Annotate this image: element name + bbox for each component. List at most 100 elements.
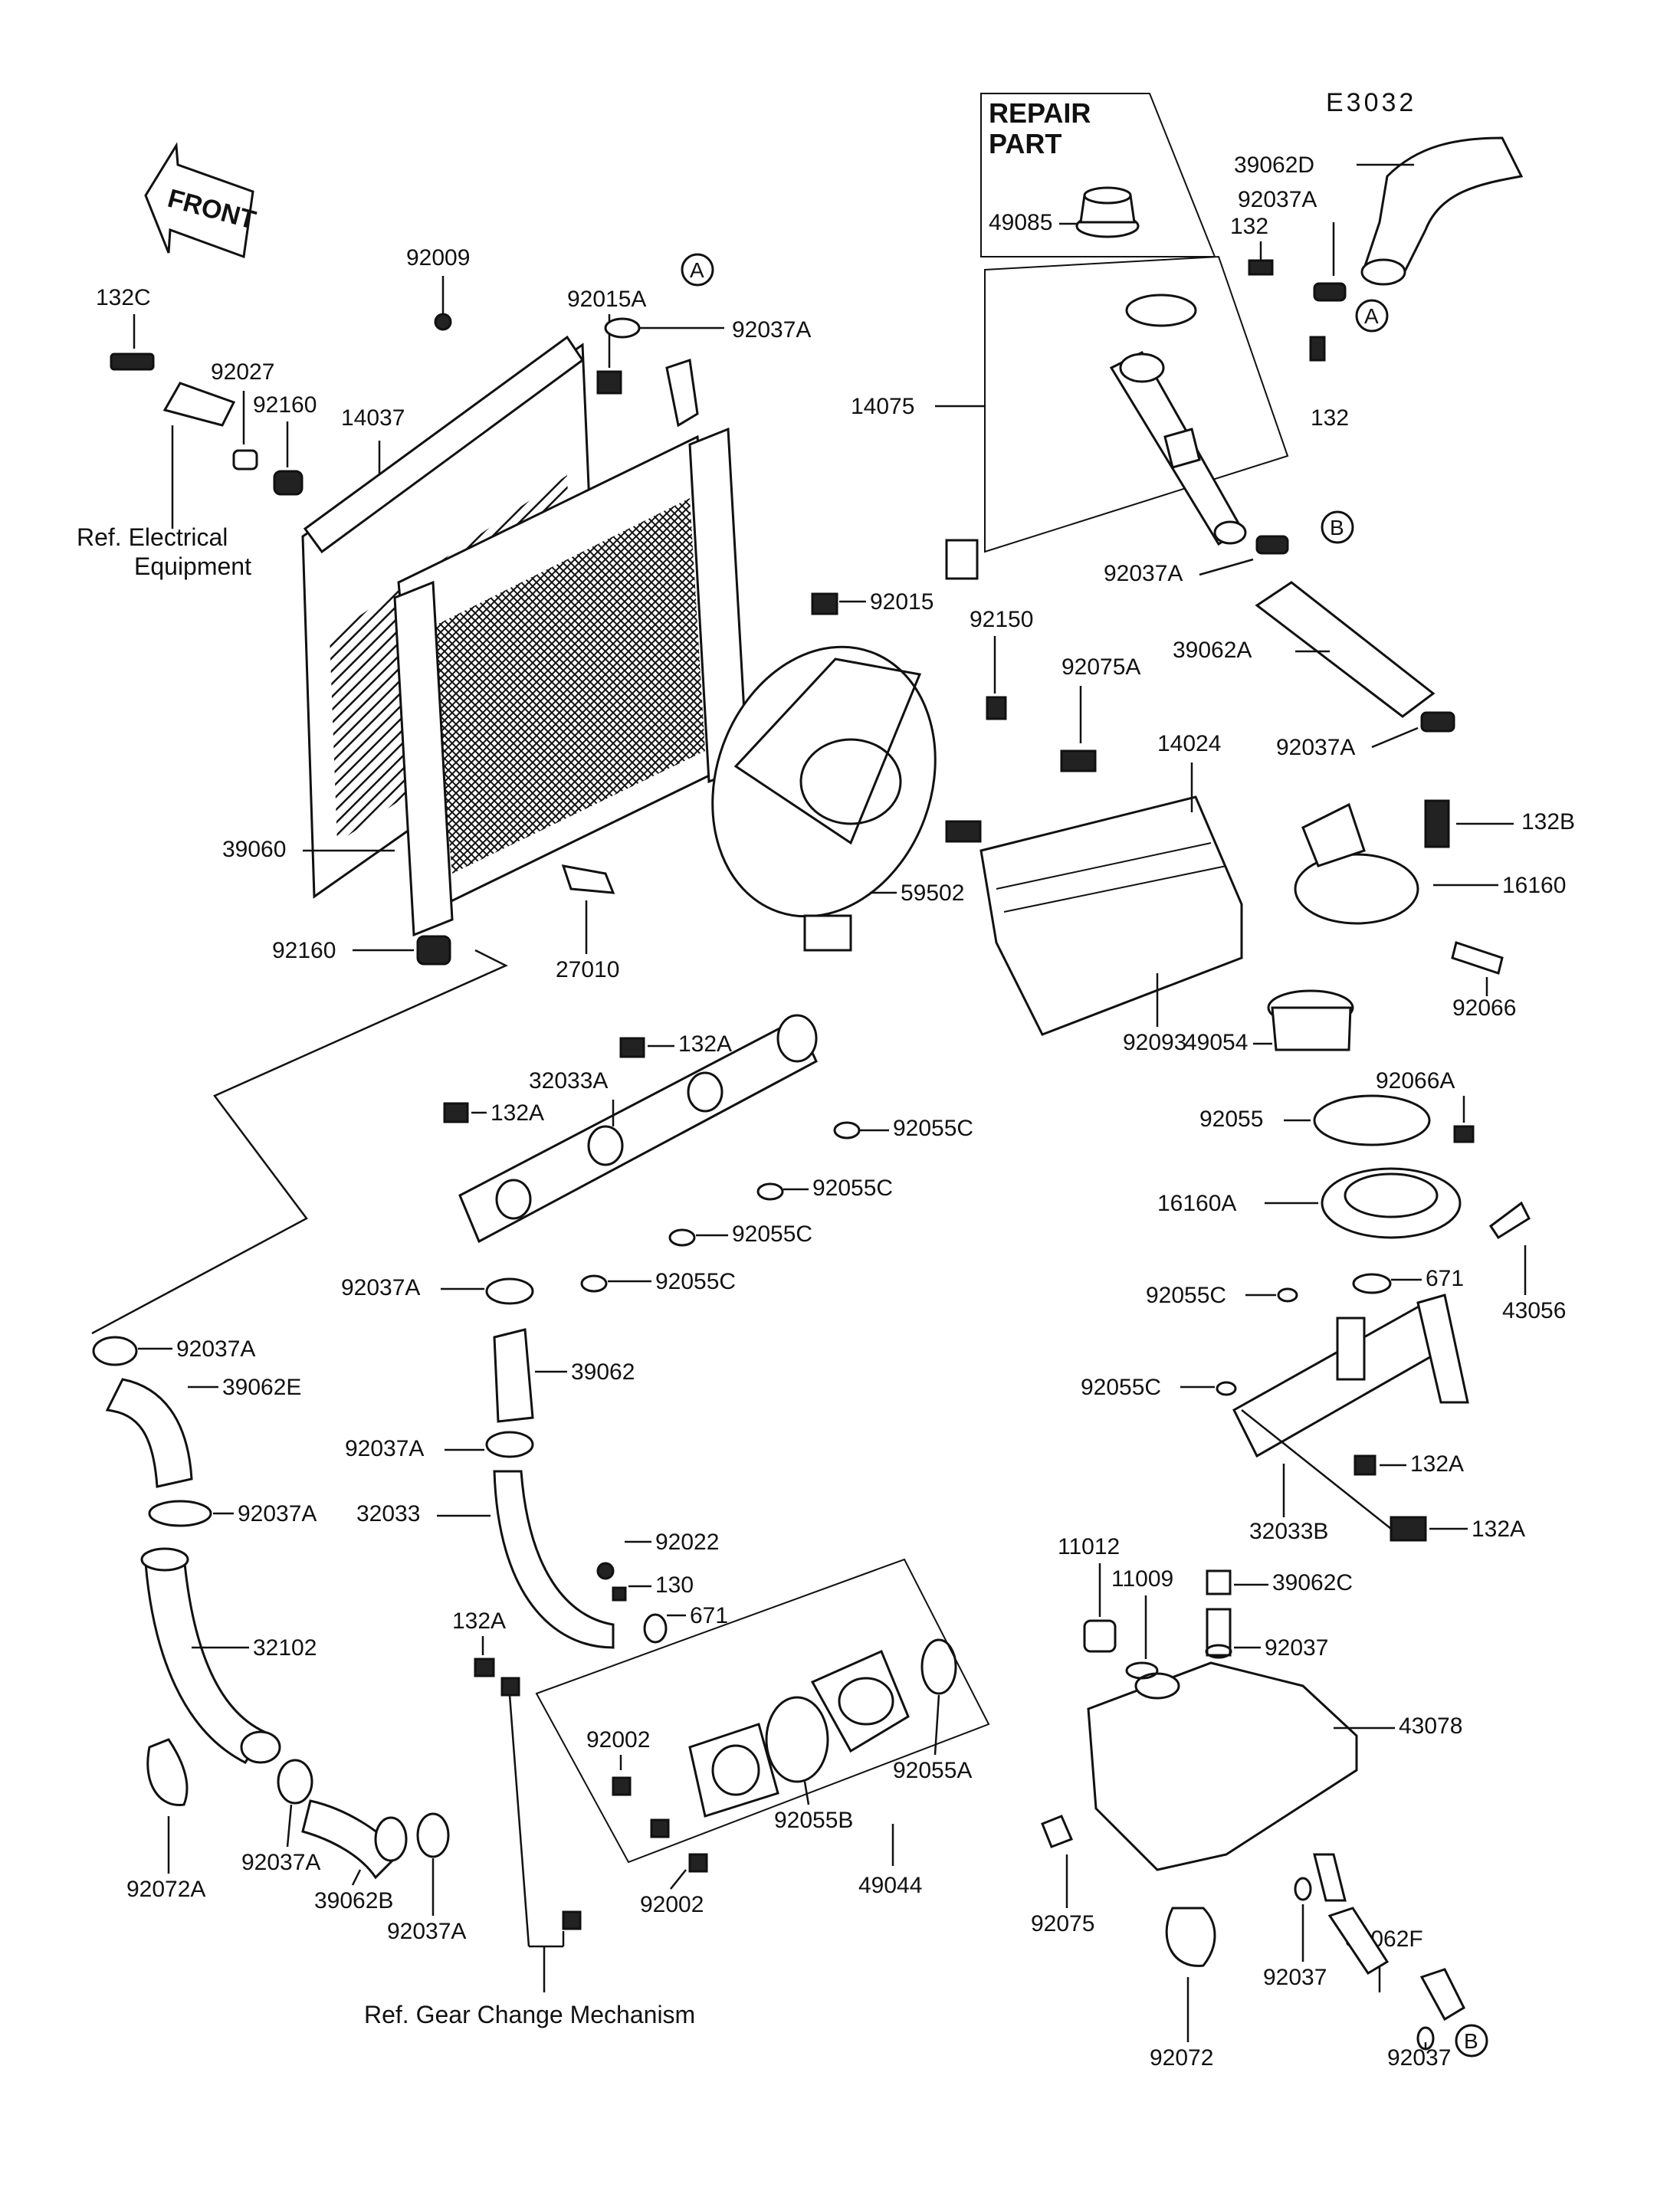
label-671-r: 671 <box>1426 1266 1464 1291</box>
hose-39062F <box>1419 1968 1465 2022</box>
label-132B: 132B <box>1521 809 1575 835</box>
label-92037-1: 92037 <box>1265 1635 1328 1661</box>
clamp-92037A-l2 <box>485 1431 534 1458</box>
label-32102: 32102 <box>253 1635 317 1661</box>
radiator-cover <box>979 795 1243 1036</box>
label-49044: 49044 <box>858 1873 922 1898</box>
hose-39062A <box>1255 581 1436 718</box>
label-132A-4: 132A <box>1472 1517 1525 1542</box>
label-92037A-b1: 92037A <box>241 1850 320 1875</box>
water-pipe-32033 <box>493 1470 615 1649</box>
hose-39062 <box>493 1328 534 1423</box>
clamp-92072A <box>146 1738 189 1807</box>
label-32033A: 32033A <box>529 1068 608 1094</box>
label-39060: 39060 <box>222 837 286 862</box>
label-92055C-5: 92055C <box>1146 1283 1226 1308</box>
clamp-92072 <box>1165 1907 1216 1967</box>
label-59502: 59502 <box>901 880 964 906</box>
label-92015A: 92015A <box>567 287 646 312</box>
label-92055B: 92055B <box>774 1808 853 1833</box>
thermostat <box>1267 989 1354 1051</box>
label-92072: 92072 <box>1150 2045 1213 2071</box>
label-32033: 32033 <box>356 1501 420 1526</box>
label-132A-3: 132A <box>1410 1451 1464 1477</box>
label-92037A-l3: 92037A <box>176 1336 255 1362</box>
o-ring-92055B <box>765 1696 829 1783</box>
label-14024: 14024 <box>1157 731 1221 756</box>
svg-text:B: B <box>1464 2029 1478 2053</box>
water-pipe-32033B <box>1232 1294 1469 1458</box>
drawing-code: E3032 <box>1326 88 1416 117</box>
label-14075: 14075 <box>851 394 914 419</box>
label-49054: 49054 <box>1184 1030 1248 1055</box>
repair-part-title-1: REPAIR <box>989 97 1091 129</box>
ref-mark-A-right: A <box>1355 299 1389 333</box>
reservoir-tank <box>1087 1661 1358 1871</box>
filler-cap-icon <box>1125 293 1197 327</box>
label-92037A-l2: 92037A <box>345 1436 424 1461</box>
label-92093: 92093 <box>1123 1030 1186 1055</box>
fan-switch-27010 <box>561 864 615 894</box>
label-92037A-hoseD: 92037A <box>1238 187 1317 212</box>
svg-text:B: B <box>1330 516 1344 539</box>
label-92009: 92009 <box>406 245 470 271</box>
ref-mark-B-neck: B <box>1321 510 1354 544</box>
label-92066: 92066 <box>1452 995 1516 1021</box>
radiator-cap-icon <box>1075 186 1140 238</box>
label-132-b: 132 <box>1311 405 1349 431</box>
label-92037-2: 92037 <box>1263 1965 1327 1990</box>
pipe-32102 <box>144 1554 267 1764</box>
label-130: 130 <box>655 1572 694 1598</box>
label-49085: 49085 <box>989 210 1052 235</box>
label-39062D: 39062D <box>1234 152 1314 178</box>
label-92037A-top: 92037A <box>732 317 811 343</box>
label-132C: 132C <box>96 285 151 310</box>
label-92055C-4: 92055C <box>655 1269 736 1294</box>
label-92075: 92075 <box>1031 1911 1094 1936</box>
label-16160A: 16160A <box>1157 1191 1236 1216</box>
clamp-92037A-l4 <box>148 1500 212 1527</box>
o-ring-92055A <box>920 1638 957 1695</box>
label-92055C-1: 92055C <box>893 1116 973 1141</box>
label-132-a: 132 <box>1230 214 1268 239</box>
repair-part-title-2: PART <box>989 128 1061 159</box>
label-132A-5: 132A <box>452 1608 506 1634</box>
ref-electrical-2: Equipment <box>134 553 251 580</box>
radiator-screen <box>303 335 585 554</box>
label-11012: 11012 <box>1058 1534 1120 1559</box>
water-pump-group-outline <box>535 1558 990 1864</box>
label-92002-1: 92002 <box>586 1727 650 1753</box>
label-92022: 92022 <box>655 1530 719 1555</box>
label-92160-top: 92160 <box>253 392 317 418</box>
grommet-92075 <box>1041 1815 1073 1848</box>
label-92055C-3: 92055C <box>732 1221 812 1247</box>
label-132A-2: 132A <box>491 1100 544 1126</box>
label-92037A-l4: 92037A <box>238 1501 317 1526</box>
label-92150: 92150 <box>970 607 1033 632</box>
label-92066A: 92066A <box>1376 1068 1455 1094</box>
label-14037: 14037 <box>341 405 405 431</box>
connector-leader <box>91 949 508 1335</box>
svg-text:A: A <box>1364 304 1379 328</box>
svg-text:A: A <box>690 258 704 282</box>
label-43078: 43078 <box>1399 1713 1462 1739</box>
label-32033B: 32033B <box>1249 1519 1328 1544</box>
thermostat-housing <box>1294 802 1419 925</box>
label-92037A-b2: 92037A <box>387 1919 466 1944</box>
hose-39062E <box>105 1378 193 1488</box>
label-39062B: 39062B <box>314 1888 393 1913</box>
label-92072A: 92072A <box>126 1877 205 1902</box>
front-arrow: FRONT <box>144 142 259 259</box>
label-92075A: 92075A <box>1061 654 1140 680</box>
label-92037A-r2: 92037A <box>1276 735 1355 760</box>
ref-mark-B-bottom: B <box>1455 2024 1488 2058</box>
label-92055: 92055 <box>1199 1107 1263 1132</box>
label-92037A-l1: 92037A <box>341 1275 420 1300</box>
label-92055A: 92055A <box>893 1758 972 1783</box>
ref-electrical-1: Ref. Electrical <box>77 523 228 551</box>
ref-gear-change: Ref. Gear Change Mechanism <box>364 2001 695 2028</box>
thermostat-cover <box>1321 1167 1462 1239</box>
cooling-fan <box>711 645 937 952</box>
label-92037-3: 92037 <box>1387 2045 1451 2071</box>
hose-39062D <box>1360 136 1524 286</box>
